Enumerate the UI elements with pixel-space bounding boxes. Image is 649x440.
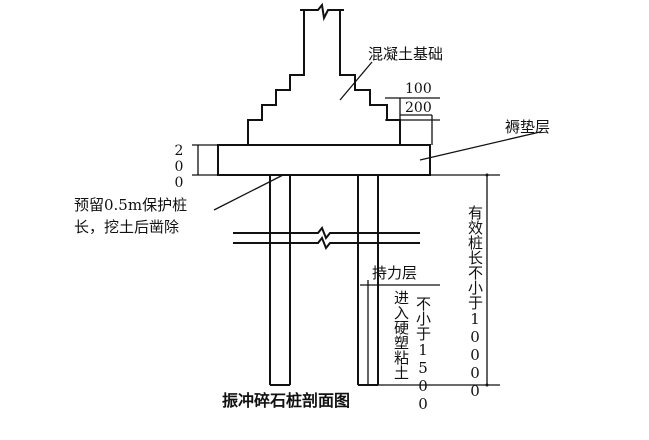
reserve-label-line1: 预留0.5m保护桩 — [74, 196, 188, 214]
cushion-layer — [217, 144, 431, 176]
column-break-mark — [300, 2, 344, 22]
embed-label-line2: 不小于1500 — [414, 296, 432, 413]
step-dimension-lines — [385, 97, 440, 145]
cushion-leader — [419, 131, 541, 161]
pile-break-line-lower — [233, 236, 420, 250]
reserve-leader — [213, 174, 284, 211]
effective-length-dimension — [378, 174, 500, 386]
cushion-label: 褥垫层 — [505, 118, 551, 136]
drawing-caption: 振冲碎石桩剖面图 — [222, 391, 351, 410]
pile-left — [269, 175, 291, 386]
bearing-layer-bracket — [360, 280, 440, 385]
step-width-label: 100 — [405, 81, 432, 97]
foundation-leader — [339, 61, 373, 101]
step-height-label: 200 — [405, 100, 432, 116]
bearing-layer-label: 持力层 — [372, 264, 418, 282]
concrete-foundation — [247, 10, 401, 145]
embed-label-line1: 进入硬塑粘土 — [392, 290, 410, 380]
foundation-label: 混凝土基础 — [368, 45, 444, 63]
reserve-label-line2: 长，挖土后凿除 — [74, 218, 180, 236]
effective-length-label: 有效桩长不小于10000 — [466, 205, 484, 400]
cushion-thickness-label: 200 — [171, 143, 187, 191]
cushion-dimension-lines — [192, 144, 218, 176]
pile-break-line-upper — [233, 226, 420, 240]
